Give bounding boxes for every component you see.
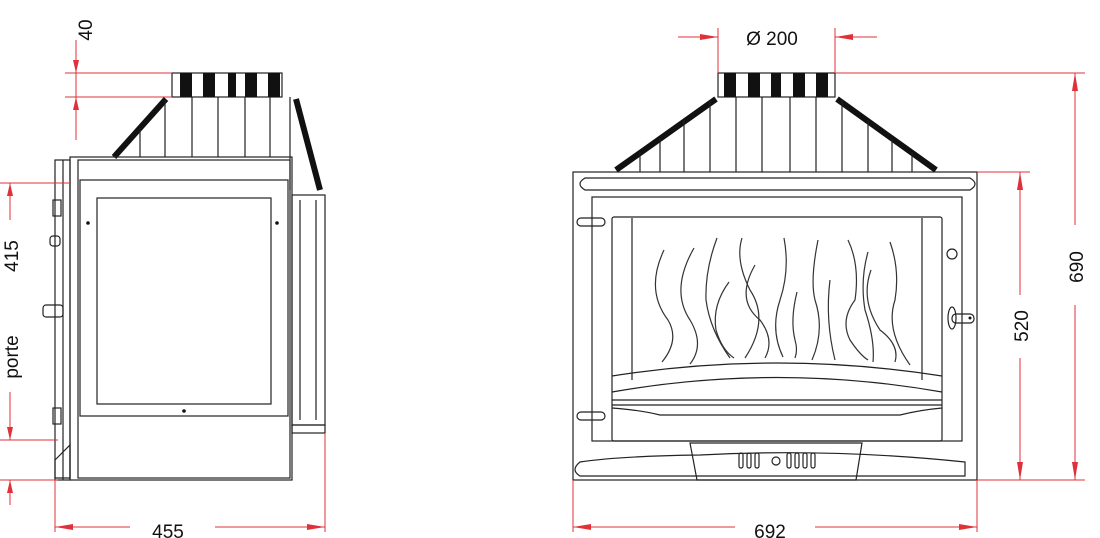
door-handle-icon [42, 304, 64, 318]
side-view: 40 415 porte 455 [0, 19, 326, 538]
door-label: porte [2, 335, 23, 378]
hinge-top-icon [576, 217, 606, 227]
dim-door-height: 415 [2, 240, 23, 272]
front-view: Ø 200 690 520 692 [572, 28, 1088, 538]
side-flue-collar [171, 72, 283, 98]
door-handle-icon [947, 306, 975, 330]
front-dimensions: Ø 200 690 520 692 [572, 28, 1088, 538]
dim-body-height: 520 [1012, 310, 1033, 342]
air-vent-slots-icon [738, 452, 816, 469]
glass-window [611, 216, 943, 442]
side-body [69, 156, 293, 481]
dim-depth: 455 [152, 522, 184, 538]
air-control-box [689, 442, 863, 481]
dim-flue-height: 40 [76, 19, 97, 40]
hinge-bottom-icon [576, 411, 606, 421]
side-window-frame [79, 179, 289, 417]
front-hood [614, 96, 938, 173]
top-trim [579, 177, 976, 191]
bottom-trim [574, 452, 966, 477]
latch-knob-icon [946, 248, 958, 260]
front-flue-collar [717, 72, 836, 98]
front-body [572, 171, 978, 481]
dim-width: 692 [754, 522, 786, 538]
side-dimensions: 40 415 porte 455 [0, 19, 326, 538]
log-grate [611, 362, 943, 377]
side-door-edge [42, 159, 71, 481]
door-knob-icon [49, 235, 61, 247]
side-window [96, 197, 272, 405]
flames [654, 237, 911, 366]
door-hinges [576, 217, 606, 421]
side-hood [111, 96, 323, 191]
dim-total-height: 690 [1067, 251, 1088, 283]
dim-flue-diameter: Ø 200 [746, 29, 798, 50]
side-panel [77, 159, 291, 479]
side-rear-box [291, 194, 326, 434]
